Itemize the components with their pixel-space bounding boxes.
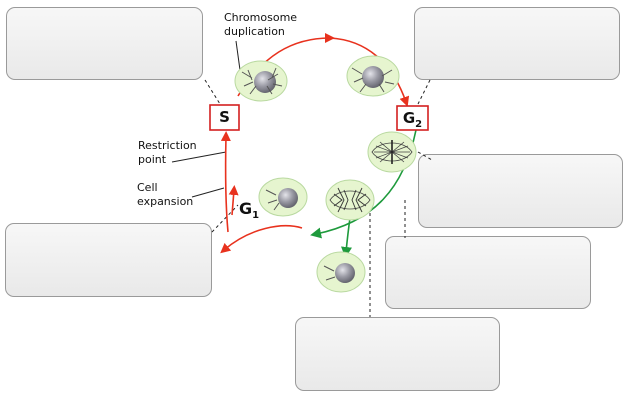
cell-leader-line bbox=[191, 187, 225, 198]
g2-phase-subscript: 2 bbox=[415, 119, 423, 130]
dashed-connectors bbox=[204, 79, 433, 317]
s-phase-text: S bbox=[219, 108, 230, 126]
g1-phase-label: G1 bbox=[239, 199, 259, 226]
expansion-label: expansion bbox=[137, 195, 194, 208]
g2-phase-label: G2 bbox=[397, 106, 428, 130]
cell-daughter-icon bbox=[316, 251, 366, 293]
g1-phase-text: G bbox=[239, 199, 253, 218]
answer-box-top-right[interactable] bbox=[414, 7, 620, 80]
s-phase-box bbox=[209, 104, 240, 131]
interphase-arc-cell-expansion bbox=[228, 185, 239, 216]
chromosome-label: Chromosome bbox=[224, 11, 298, 24]
answer-box-middle-right[interactable] bbox=[418, 154, 623, 228]
mitosis-arc-branch bbox=[341, 217, 352, 258]
cell-g1-phase-icon bbox=[258, 177, 308, 217]
s-phase-label: S bbox=[210, 105, 239, 130]
g1-phase-subscript: 1 bbox=[252, 210, 260, 222]
point-label: point bbox=[138, 153, 167, 166]
duplication-label: duplication bbox=[224, 25, 285, 38]
cell-s-phase-icon bbox=[234, 60, 288, 102]
g2-phase-text: G bbox=[402, 109, 416, 127]
cell-g2-phase-icon bbox=[346, 55, 400, 97]
answer-box-top-left[interactable] bbox=[6, 7, 203, 80]
answer-box-bottom[interactable] bbox=[295, 317, 500, 391]
answer-box-left[interactable] bbox=[5, 223, 212, 297]
cell-label: Cell bbox=[137, 181, 158, 194]
interphase-arc-g1-to-s bbox=[220, 131, 231, 233]
restriction-label: Restriction bbox=[138, 139, 197, 152]
interphase-arc-bottom bbox=[220, 225, 303, 254]
cell-anaphase-icon bbox=[325, 179, 375, 221]
g2-phase-box bbox=[396, 105, 429, 131]
restriction-leader-line bbox=[171, 151, 227, 163]
chromosome-leader-line bbox=[235, 40, 241, 71]
answer-box-lower-right[interactable] bbox=[385, 236, 591, 309]
cell-metaphase-icon bbox=[367, 131, 417, 173]
